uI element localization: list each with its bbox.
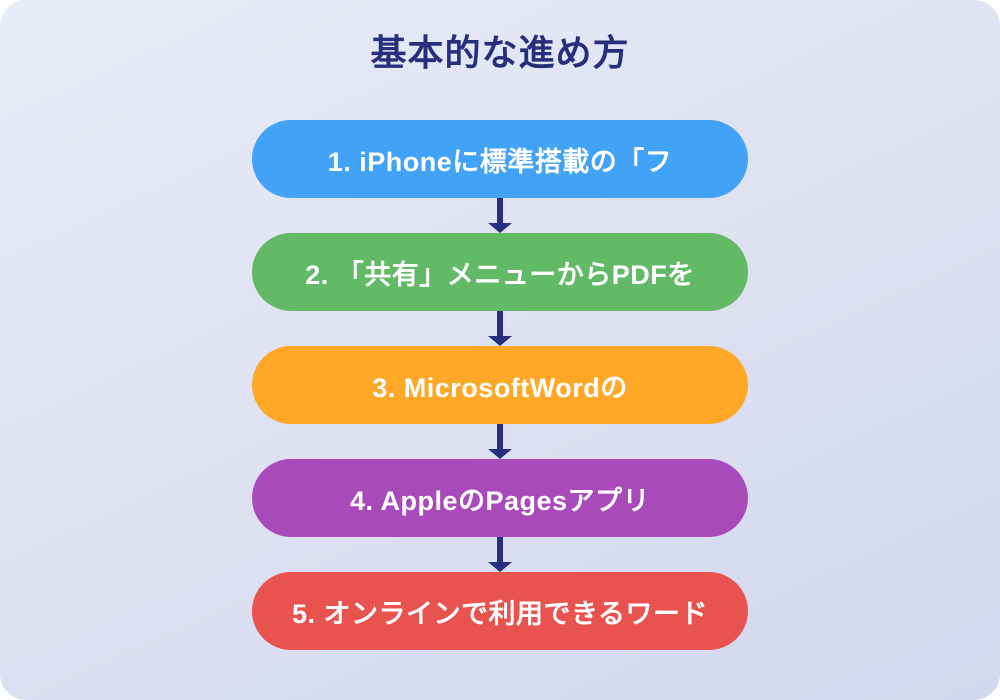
step-label: 3. MicrosoftWordの: [372, 372, 628, 403]
step-label: 5. オンラインで利用できるワード: [292, 598, 708, 629]
step-label: 4. AppleのPagesアプリ: [349, 485, 651, 516]
arrow-down-icon: [488, 198, 512, 233]
step-box: 3. MicrosoftWordの: [252, 346, 748, 424]
step-box: 2. 「共有」メニューからPDFを: [252, 233, 748, 311]
arrow-down-icon: [488, 537, 512, 572]
step-box: 1. iPhoneに標準搭載の「フ: [252, 120, 748, 198]
arrow-down-icon: [488, 424, 512, 459]
arrow-down-icon: [488, 311, 512, 346]
step-box: 4. AppleのPagesアプリ: [252, 459, 748, 537]
diagram-title: 基本的な進め方: [370, 32, 630, 73]
step-box: 5. オンラインで利用できるワード: [252, 572, 748, 650]
flow-container: 1. iPhoneに標準搭載の「フ 2. 「共有」メニューからPDFを 3. M…: [252, 120, 748, 650]
step-label: 1. iPhoneに標準搭載の「フ: [327, 146, 673, 177]
step-label: 2. 「共有」メニューからPDFを: [305, 259, 695, 290]
